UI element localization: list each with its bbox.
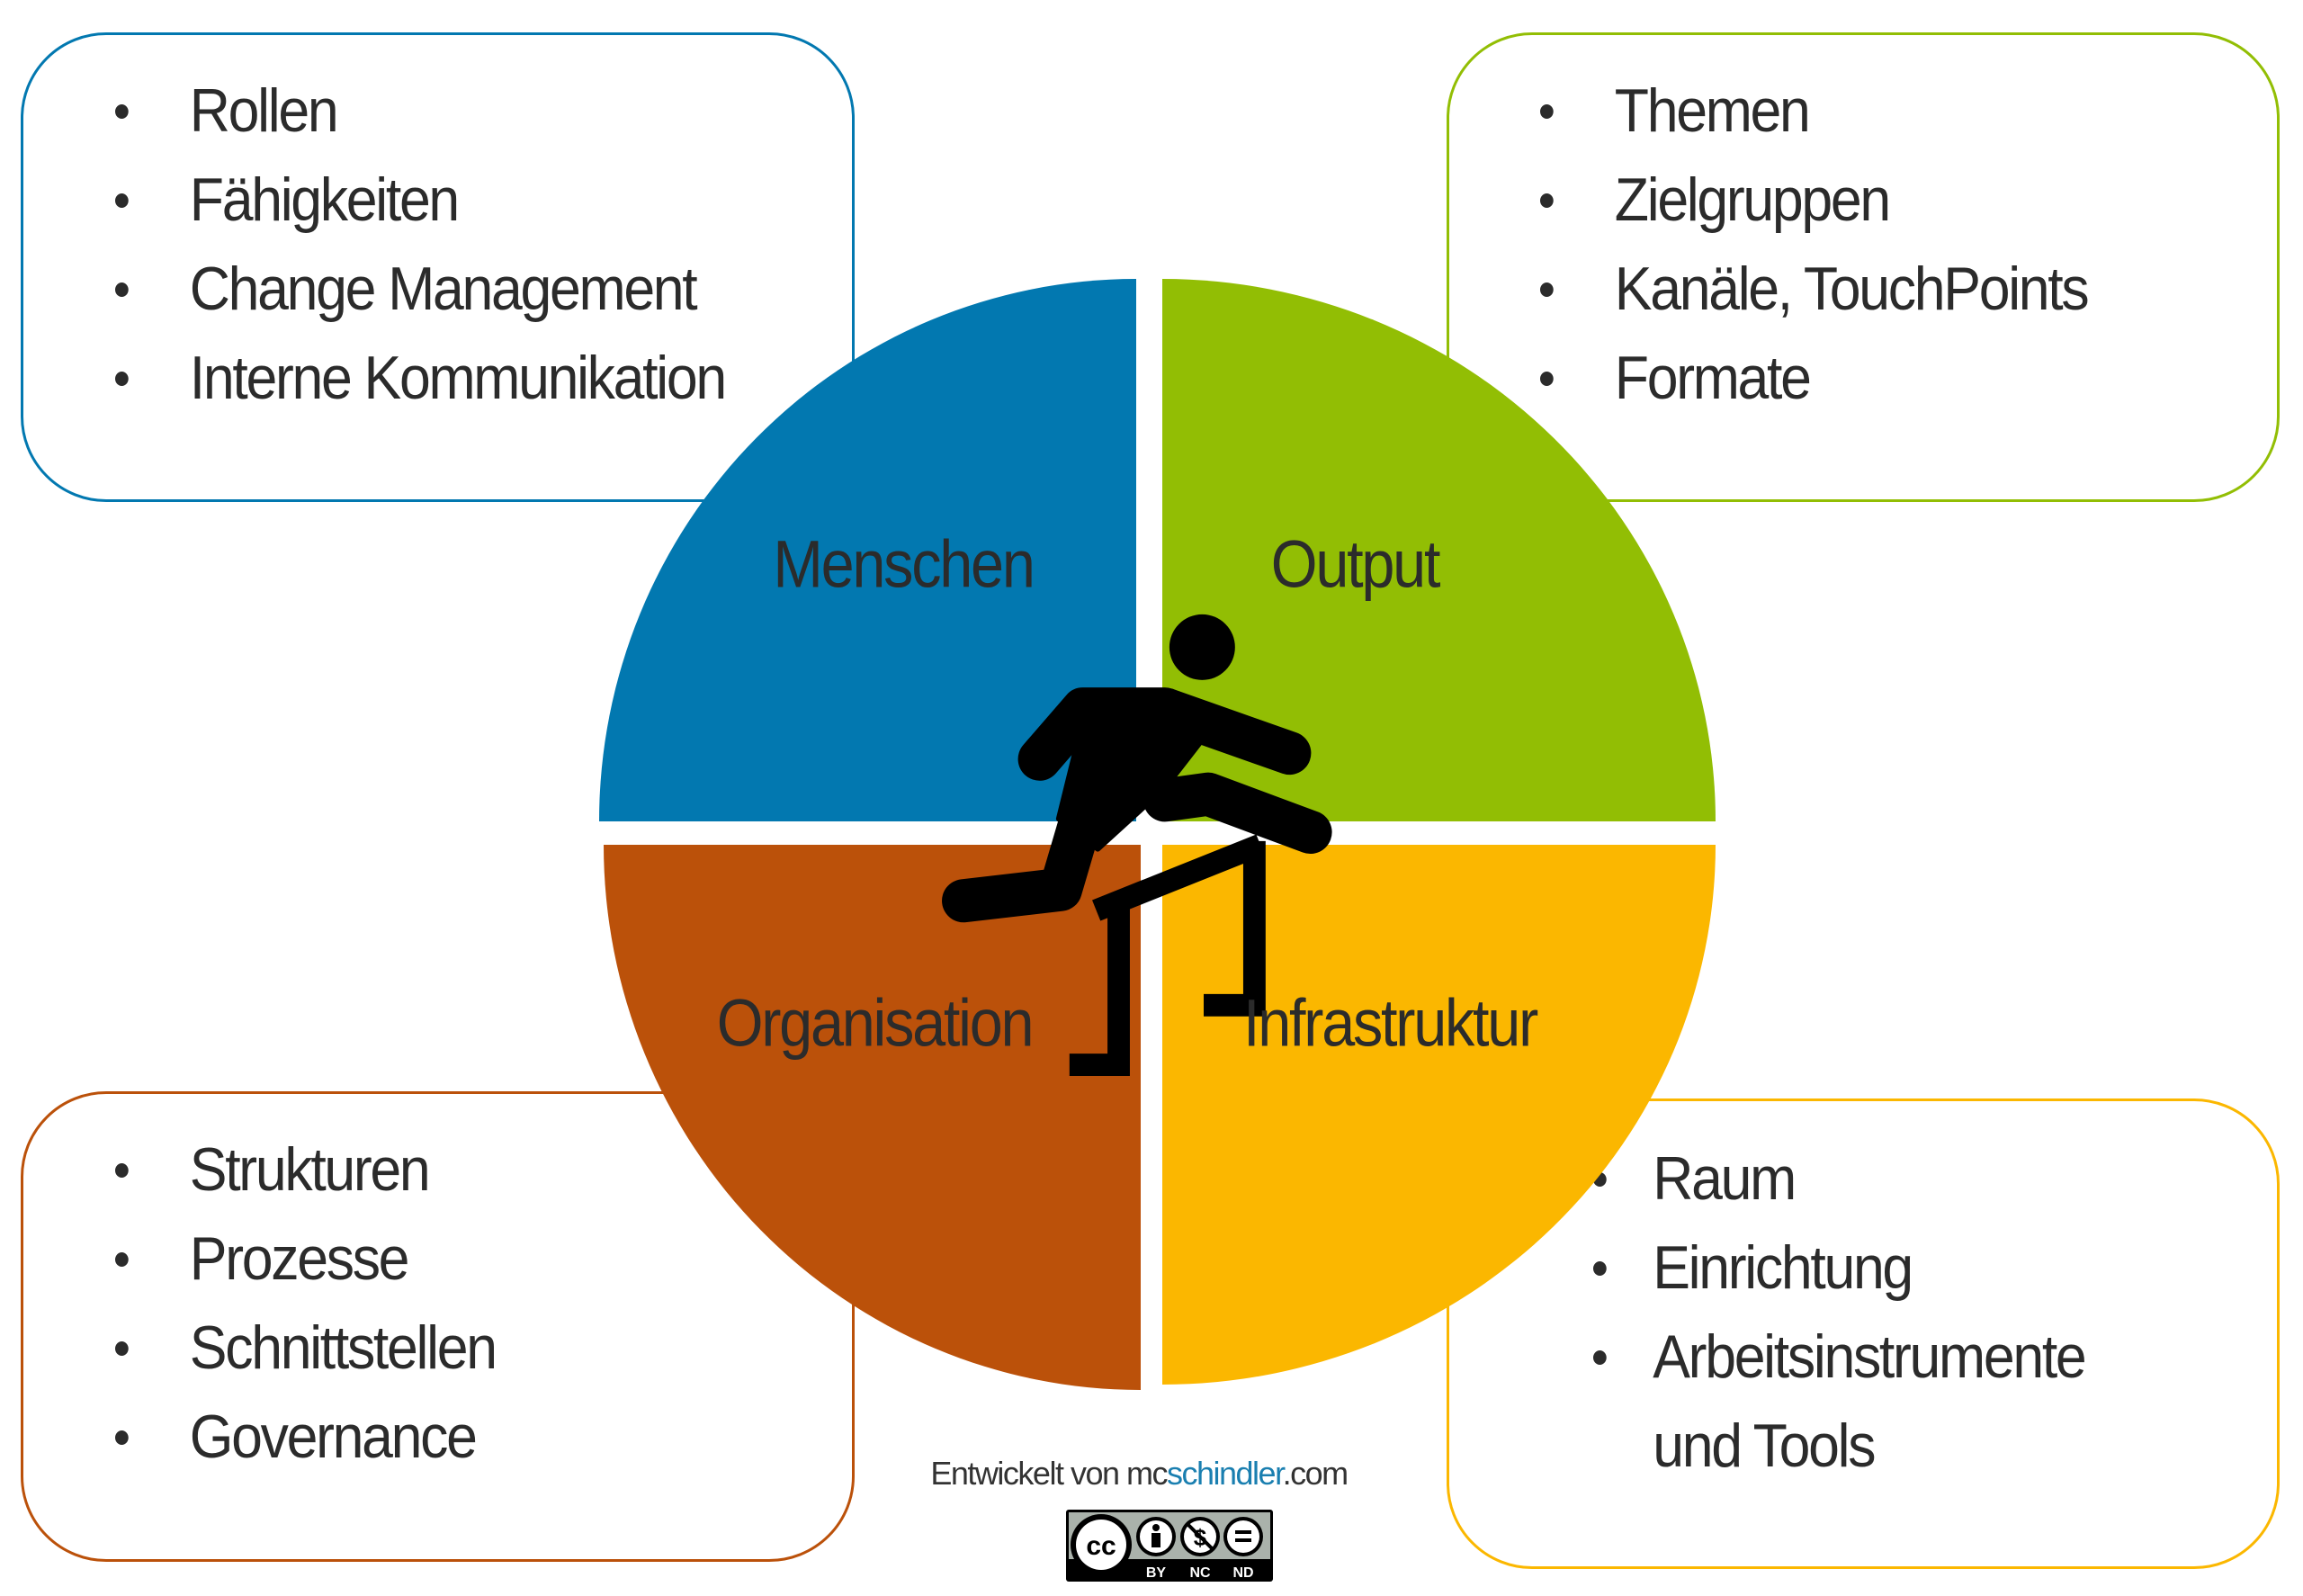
bullet-icon xyxy=(1540,193,1554,208)
by-icon xyxy=(1136,1517,1176,1556)
quadrant-label-infrastruktur: Infrastruktur xyxy=(1242,985,1538,1061)
bullet-icon xyxy=(115,1252,129,1267)
output-box xyxy=(1447,32,2280,502)
bullet-icon xyxy=(1540,282,1554,297)
license-term-by: BY xyxy=(1146,1565,1167,1581)
item-text: Themen xyxy=(1614,76,1811,145)
cc-icon: cc xyxy=(1071,1514,1132,1575)
item-text: Raum xyxy=(1653,1144,1797,1213)
infrastruktur-list: Raum Einrichtung Arbeitsinstrumente und … xyxy=(1593,1134,2087,1491)
item-text: Fähigkeiten xyxy=(189,166,460,234)
nd-icon xyxy=(1223,1517,1263,1556)
item-text: Interne Kommunikation xyxy=(189,344,727,412)
quadrant-infrastruktur xyxy=(1162,845,1716,1385)
output-list: Themen Zielgruppen Kanäle, TouchPoints F… xyxy=(1540,67,2090,423)
list-item-continuation: und Tools xyxy=(1593,1402,2084,1491)
item-text: Prozesse xyxy=(189,1224,410,1293)
list-item: Governance xyxy=(115,1393,496,1482)
bullet-icon xyxy=(115,193,129,208)
organisation-list: Strukturen Prozesse Schnittstellen Gover… xyxy=(115,1125,497,1482)
credit-prefix: Entwickelt von mc xyxy=(930,1455,1168,1492)
list-item: Change Management xyxy=(115,245,725,334)
item-text: Strukturen xyxy=(189,1135,431,1204)
bullet-icon xyxy=(1593,1350,1607,1365)
item-text: Kanäle, TouchPoints xyxy=(1614,255,2090,323)
quadrant-label-output: Output xyxy=(1270,526,1441,602)
item-text: Zielgruppen xyxy=(1614,166,1891,234)
license-term-nc: NC xyxy=(1189,1565,1211,1581)
item-text: und Tools xyxy=(1653,1412,1876,1480)
item-text: Formate xyxy=(1614,344,1812,412)
list-item: Fähigkeiten xyxy=(115,156,725,245)
list-item: Raum xyxy=(1593,1134,2084,1224)
credit-line: Entwickelt von mcschindler.com xyxy=(930,1455,1349,1493)
nc-icon: $ xyxy=(1180,1517,1220,1556)
license-term-nd: ND xyxy=(1232,1565,1253,1581)
menschen-list: Rollen Fähigkeiten Change Management Int… xyxy=(115,67,727,423)
list-item: Arbeitsinstrumente xyxy=(1593,1313,2087,1402)
quadrant-organisation xyxy=(604,845,1141,1390)
list-item: Schnittstellen xyxy=(115,1304,497,1393)
bullet-icon xyxy=(115,372,129,386)
item-text: Einrichtung xyxy=(1653,1233,1913,1302)
credit-highlight: schindler xyxy=(1166,1455,1284,1492)
menschen-box xyxy=(21,32,855,502)
item-text: Arbeitsinstrumente xyxy=(1653,1323,2086,1391)
item-text: Change Management xyxy=(189,255,698,323)
list-item: Formate xyxy=(1540,334,2087,423)
item-text: Governance xyxy=(189,1403,478,1471)
bullet-icon xyxy=(1593,1261,1607,1276)
list-item: Prozesse xyxy=(115,1215,496,1304)
bullet-icon xyxy=(115,1341,129,1356)
bullet-icon xyxy=(1540,104,1554,119)
list-item: Rollen xyxy=(115,67,725,156)
quadrant-label-organisation: Organisation xyxy=(716,985,1035,1061)
hurdler-icon xyxy=(942,614,1332,1077)
item-text: Rollen xyxy=(189,76,339,145)
quadrant-label-menschen: Menschen xyxy=(773,526,1035,602)
bullet-icon xyxy=(1540,372,1554,386)
list-item: Strukturen xyxy=(115,1125,496,1215)
cc-license-badge: cc $ BY NC ND xyxy=(1066,1510,1273,1582)
bullet-icon xyxy=(115,282,129,297)
list-item: Zielgruppen xyxy=(1540,156,2087,245)
bullet-icon xyxy=(115,1430,129,1445)
quadrant-menschen xyxy=(599,279,1136,821)
list-item: Themen xyxy=(1540,67,2087,156)
list-item: Kanäle, TouchPoints xyxy=(1540,245,2090,334)
bullet-icon xyxy=(115,1163,129,1178)
list-item: Einrichtung xyxy=(1593,1224,2084,1313)
credit-suffix: .com xyxy=(1282,1455,1349,1492)
cc-text: cc xyxy=(1086,1531,1116,1561)
list-item: Interne Kommunikation xyxy=(115,334,727,423)
bullet-icon xyxy=(115,104,129,119)
quadrant-output xyxy=(1162,279,1716,821)
item-text: Schnittstellen xyxy=(189,1314,497,1382)
